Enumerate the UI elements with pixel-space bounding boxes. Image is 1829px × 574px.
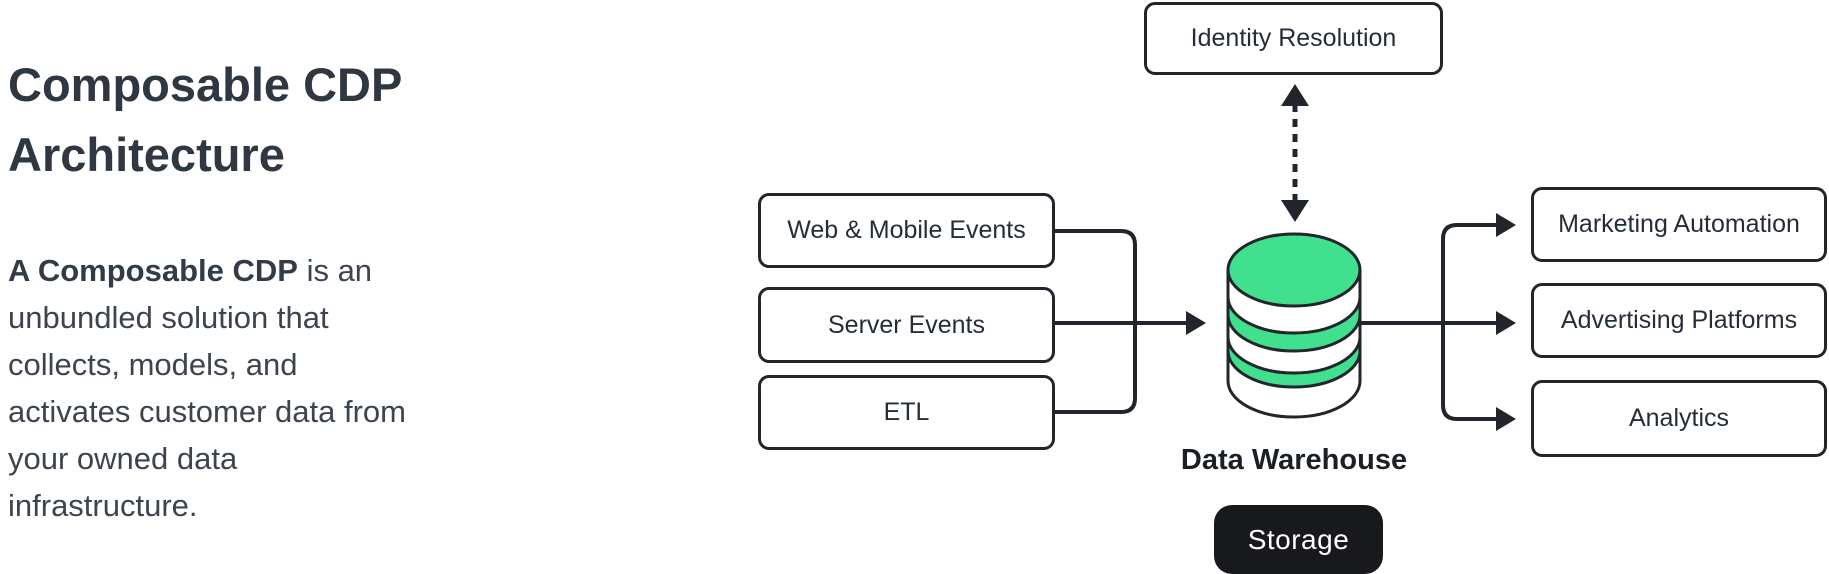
destination-split-connector: [1441, 223, 1496, 421]
arrowhead-up-identity: [1281, 84, 1309, 106]
arrowheads: [1186, 84, 1516, 431]
node-server-events: Server Events: [758, 287, 1055, 363]
database-cylinder-icon: [1226, 232, 1362, 419]
node-web-mobile-events: Web & Mobile Events: [758, 193, 1055, 268]
data-warehouse-label: Data Warehouse: [1180, 444, 1408, 476]
connector-lines: [1055, 104, 1496, 421]
node-label: Marketing Automation: [1558, 210, 1800, 238]
node-marketing-automation: Marketing Automation: [1531, 187, 1827, 262]
arrowhead-into-warehouse: [1186, 311, 1206, 335]
arrowhead-down-warehouse: [1281, 200, 1309, 222]
storage-badge-label: Storage: [1247, 523, 1350, 555]
node-label: Web & Mobile Events: [787, 216, 1026, 244]
intro-description: A Composable CDP is an unbundled solutio…: [8, 247, 428, 529]
arrowhead-advertising: [1496, 311, 1516, 335]
database-green-band-lower: [1226, 336, 1362, 389]
node-label: Advertising Platforms: [1560, 306, 1798, 334]
intro-description-lead: A Composable CDP: [8, 253, 298, 288]
node-label: Analytics: [1628, 404, 1730, 432]
node-advertising-platforms: Advertising Platforms: [1531, 283, 1827, 358]
node-label: ETL: [883, 398, 930, 426]
node-etl: ETL: [758, 375, 1055, 450]
node-label: Server Events: [827, 310, 985, 339]
page-title: Composable CDP Architecture: [8, 58, 402, 181]
source-merge-connector: [1055, 229, 1137, 414]
intro-description-rest: is an unbundled solution that collects, …: [8, 253, 406, 523]
arrowhead-analytics: [1496, 407, 1516, 431]
node-analytics: Analytics: [1531, 380, 1827, 457]
node-label: Identity Resolution: [1190, 24, 1397, 52]
database-top-disc: [1226, 232, 1362, 308]
database-body: [1226, 270, 1362, 419]
database-green-band-upper: [1226, 296, 1362, 353]
storage-badge: Storage: [1214, 505, 1383, 574]
node-identity-resolution: Identity Resolution: [1144, 2, 1443, 75]
arrowhead-marketing: [1496, 213, 1516, 237]
